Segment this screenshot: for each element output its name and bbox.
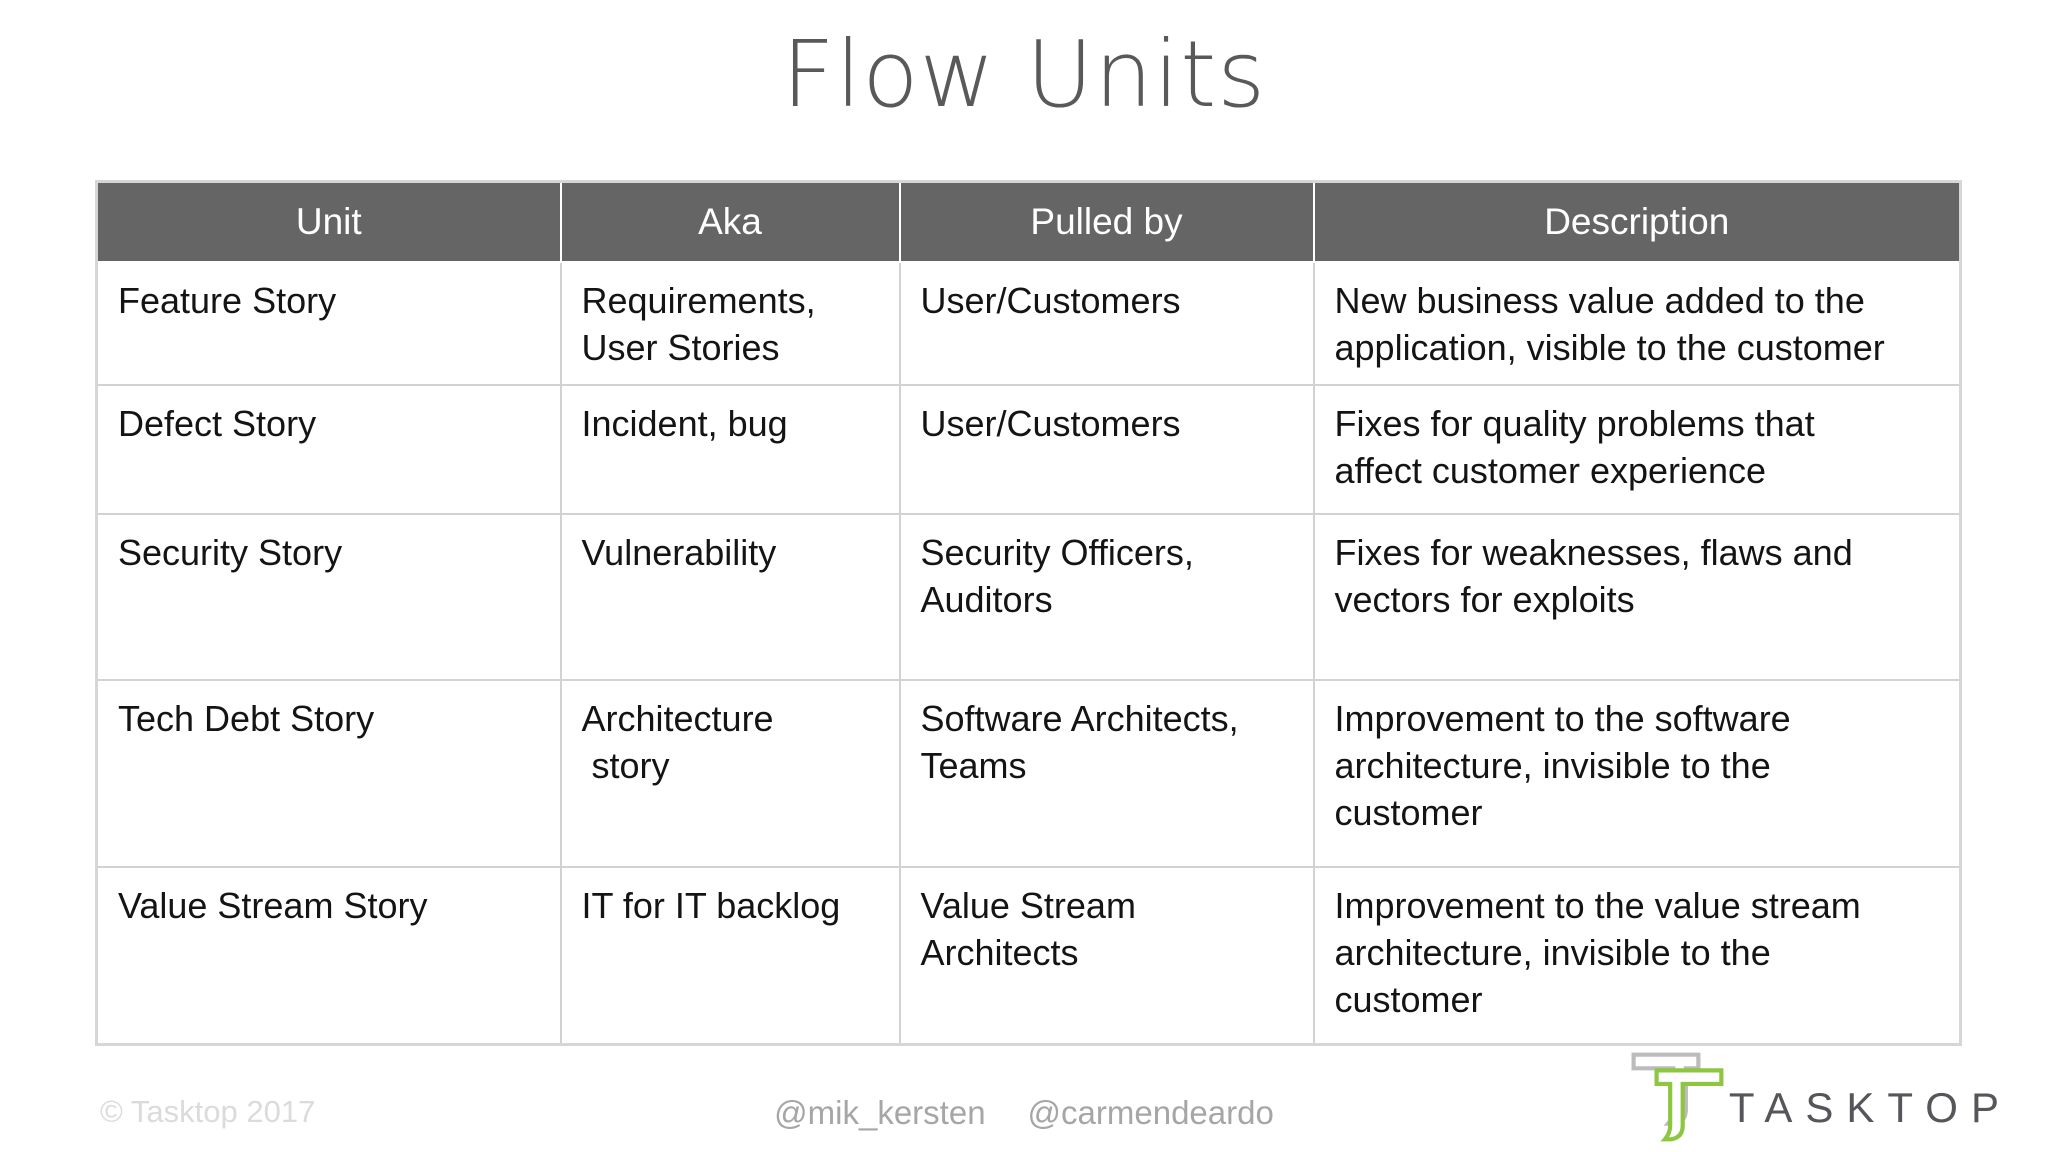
- twitter-handle-mik: @mik_kersten: [774, 1094, 986, 1131]
- col-header-aka: Aka: [559, 180, 901, 263]
- table-row: Tech Debt Story Architecture story Softw…: [95, 678, 1962, 868]
- cell-description: Fixes for quality problems that affect c…: [1312, 383, 1962, 515]
- tasktop-logo-icon: [1631, 1052, 1725, 1142]
- cell-pulled-by: Software Architects, Teams: [898, 678, 1315, 868]
- cell-description: Improvement to the software architecture…: [1312, 678, 1962, 868]
- cell-unit: Tech Debt Story: [95, 678, 562, 868]
- twitter-handle-carmen: @carmendeardo: [1027, 1094, 1274, 1131]
- table-header: Unit Aka Pulled by Description: [95, 180, 1962, 263]
- cell-pulled-by: Security Officers, Auditors: [898, 512, 1315, 681]
- cell-unit: Security Story: [95, 512, 562, 681]
- col-header-description: Description: [1312, 180, 1962, 263]
- tasktop-logo-text: TASKTOP: [1728, 1084, 2012, 1131]
- cell-pulled-by: User/Customers: [898, 260, 1315, 386]
- twitter-handles: @mik_kersten @carmendeardo: [0, 1094, 2048, 1132]
- page-title: Flow Units: [781, 21, 1267, 128]
- flow-units-table: Unit Aka Pulled by Description Feature S…: [95, 180, 1962, 1046]
- cell-description: Improvement to the value stream architec…: [1312, 865, 1962, 1046]
- col-header-pulled-by: Pulled by: [898, 180, 1315, 263]
- table-row: Security Story Vulnerability Security Of…: [95, 512, 1962, 681]
- table-row: Defect Story Incident, bug User/Customer…: [95, 383, 1962, 515]
- table-row: Value Stream Story IT for IT backlog Val…: [95, 865, 1962, 1046]
- table-row: Feature Story Requirements, User Stories…: [95, 260, 1962, 386]
- cell-unit: Defect Story: [95, 383, 562, 515]
- cell-aka: Incident, bug: [559, 383, 901, 515]
- cell-pulled-by: Value Stream Architects: [898, 865, 1315, 1046]
- cell-aka: IT for IT backlog: [559, 865, 901, 1046]
- cell-aka: Requirements, User Stories: [559, 260, 901, 386]
- cell-aka: Architecture story: [559, 678, 901, 868]
- cell-description: Fixes for weaknesses, flaws and vectors …: [1312, 512, 1962, 681]
- table-body: Feature Story Requirements, User Stories…: [95, 260, 1962, 1046]
- cell-description: New business value added to the applicat…: [1312, 260, 1962, 386]
- copyright-text: © Tasktop 2017: [100, 1094, 316, 1129]
- tasktop-logo: TASKTOP: [1631, 1052, 2012, 1142]
- cell-unit: Feature Story: [95, 260, 562, 386]
- cell-aka: Vulnerability: [559, 512, 901, 681]
- cell-pulled-by: User/Customers: [898, 383, 1315, 515]
- cell-unit: Value Stream Story: [95, 865, 562, 1046]
- header-row: Unit Aka Pulled by Description: [95, 180, 1962, 263]
- col-header-unit: Unit: [95, 180, 562, 263]
